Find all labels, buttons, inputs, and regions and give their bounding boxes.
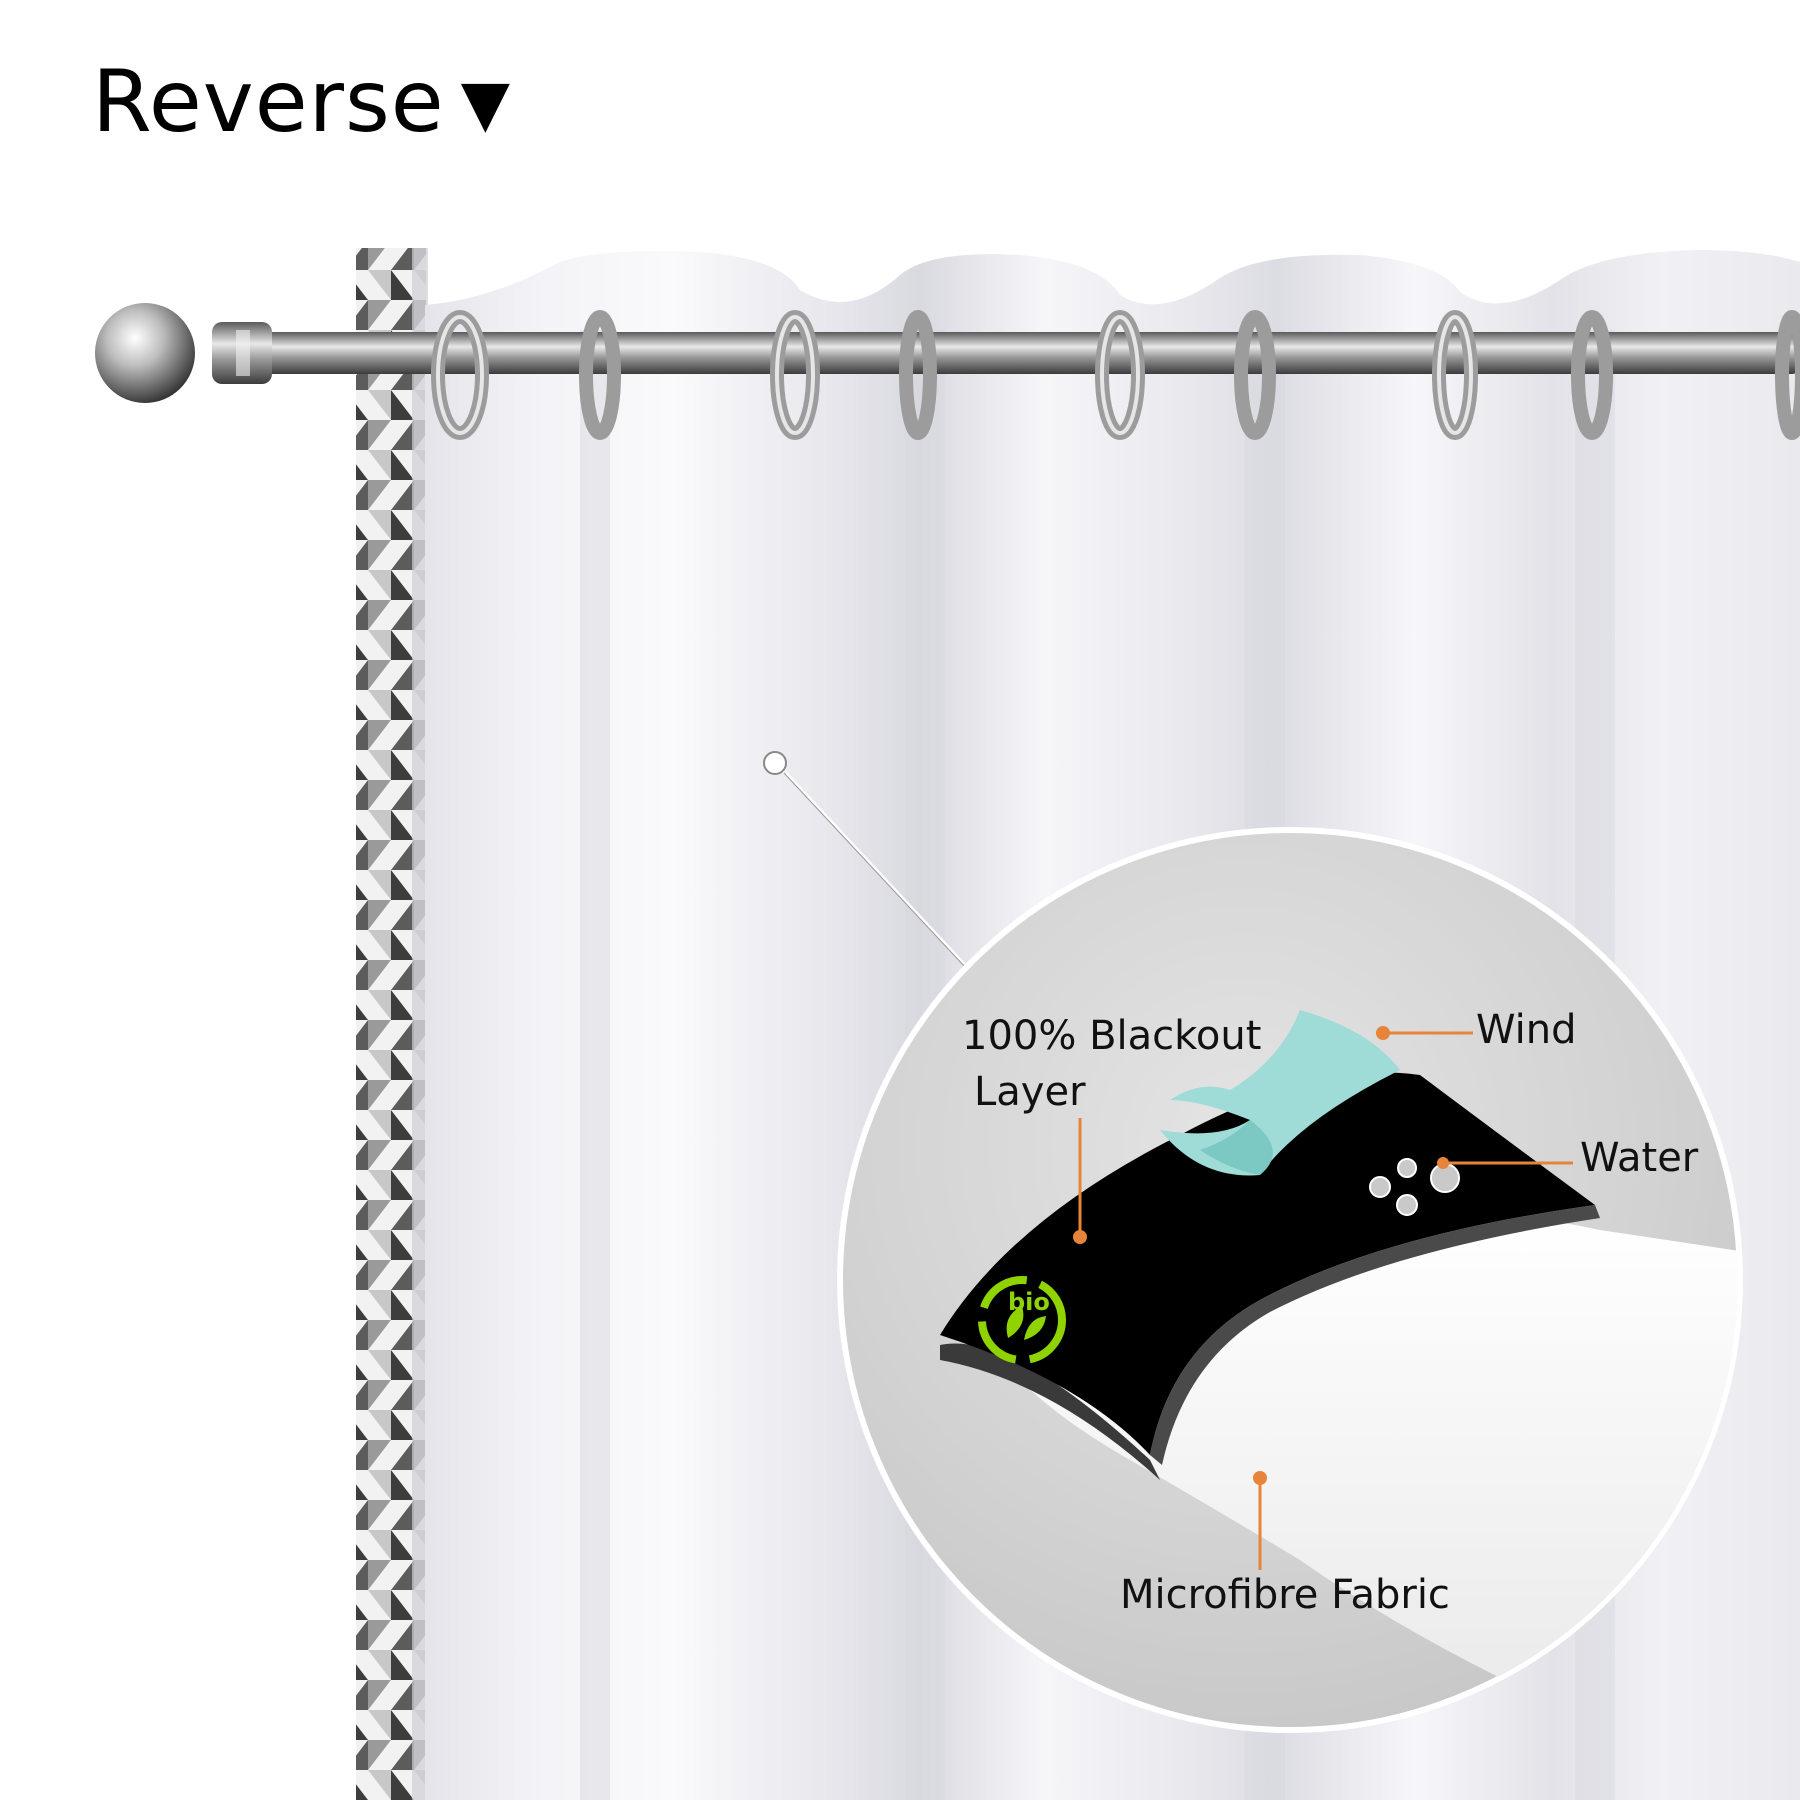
curtain-rod (260, 332, 1800, 374)
page-title: Reverse▼ (92, 52, 511, 152)
svg-text:bio: bio (1008, 1288, 1050, 1316)
blackout-label-line2: Layer (974, 1069, 1086, 1115)
blackout-layer-label: 100% Blackout Layer (962, 1008, 1261, 1120)
ball-finial-icon (95, 303, 195, 403)
blackout-layer (940, 1072, 1595, 1455)
down-triangle-icon: ▼ (460, 67, 511, 141)
callout-lines (1078, 1031, 1573, 1570)
water-droplets (1369, 1158, 1460, 1216)
zoom-origin-marker (763, 751, 787, 775)
title-text: Reverse (92, 52, 445, 152)
blackout-label-line1: 100% Blackout (962, 1013, 1262, 1059)
microfibre-fabric-label: Microfibre Fabric (1120, 1572, 1450, 1618)
wind-ribbon (1160, 1010, 1400, 1176)
wind-label: Wind (1476, 1007, 1577, 1053)
bio-recycle-leaf-icon: bio (978, 1276, 1066, 1364)
zoom-pointer-line (782, 769, 967, 967)
water-label: Water (1580, 1135, 1699, 1181)
callout-dots (1073, 1026, 1449, 1485)
